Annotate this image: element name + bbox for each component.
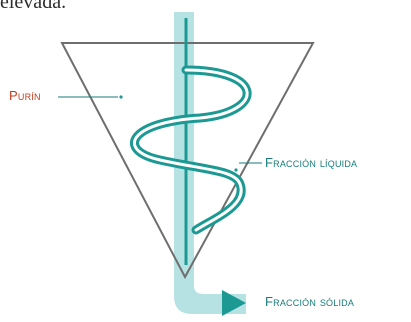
top-text-fragment: elevada.: [0, 0, 67, 13]
solid-output-arrow: [222, 290, 246, 316]
label-purin: Purín: [9, 88, 41, 103]
purin-dot: [119, 95, 123, 99]
label-fraccion-solida: Fracción sólida: [265, 294, 355, 309]
helical-screw: [130, 65, 252, 235]
liquid-dot: [234, 168, 238, 172]
pipe-vertical: [174, 12, 194, 294]
label-fraccion-liquida: Fracción líquida: [265, 155, 358, 170]
